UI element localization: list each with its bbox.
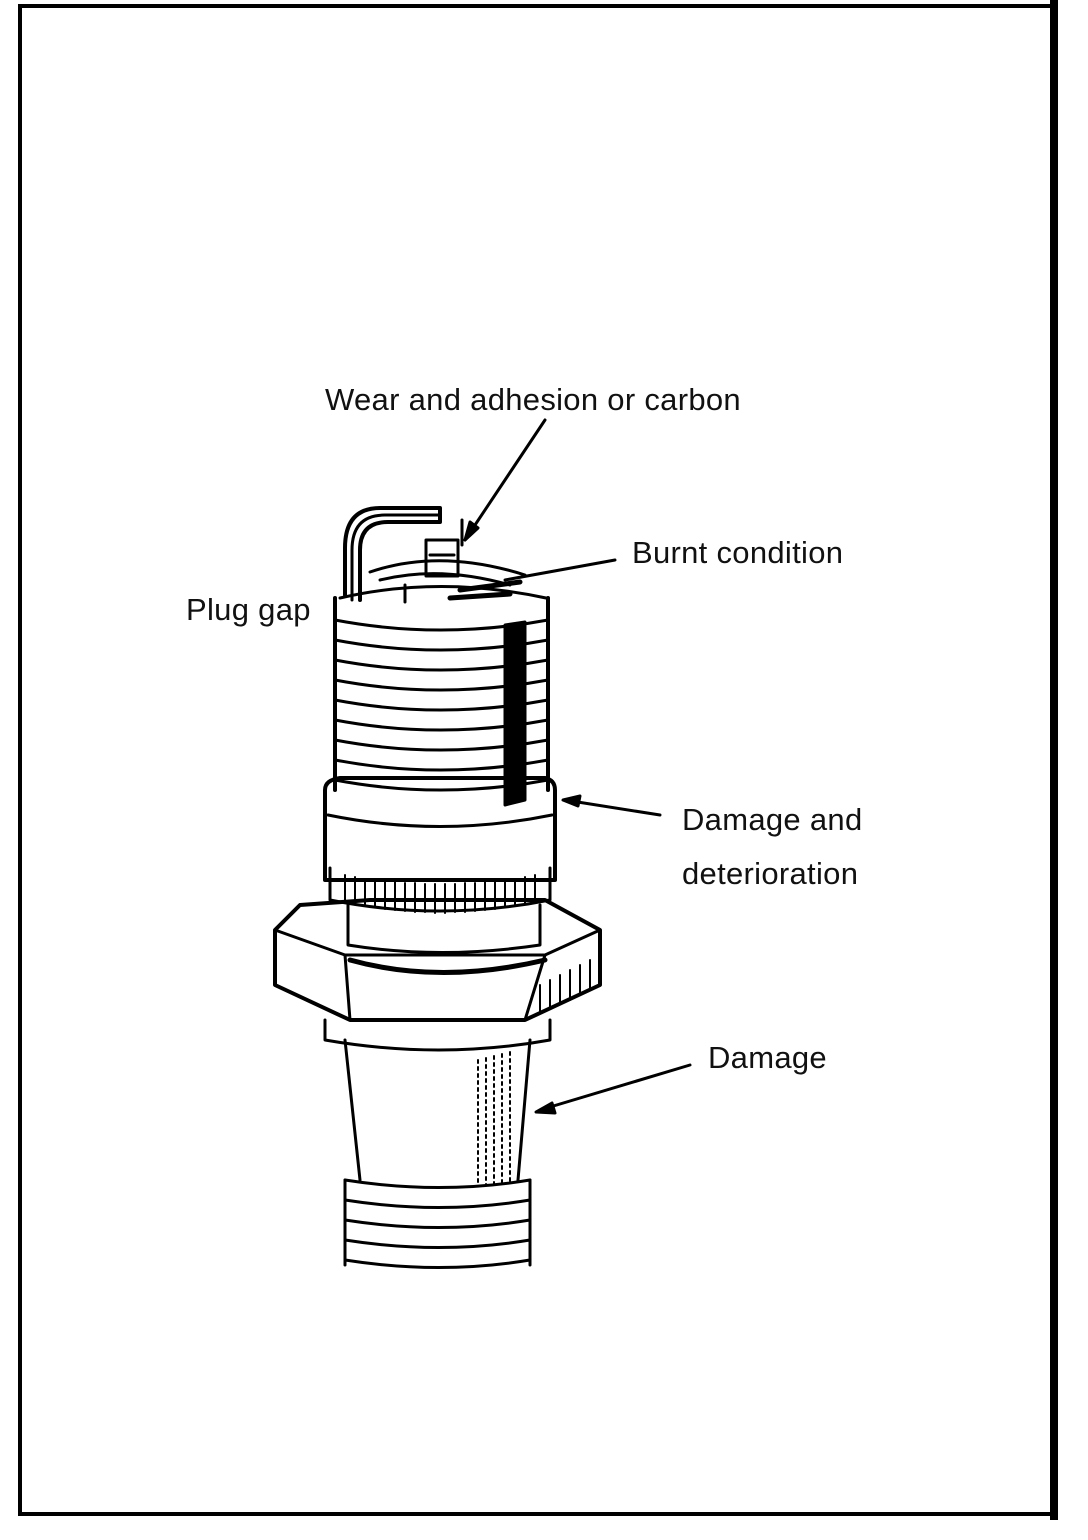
collar — [323, 776, 557, 954]
frame-right-edge — [1050, 0, 1058, 1520]
hex-nut — [273, 898, 602, 1022]
center-electrode — [424, 538, 460, 578]
label-deterioration: deterioration — [682, 856, 859, 891]
label-plug-gap: Plug gap — [186, 592, 311, 627]
insulator-top — [368, 559, 527, 604]
ground-electrode — [343, 506, 464, 602]
label-damage: Damage — [708, 1040, 827, 1075]
threaded-section — [333, 585, 550, 807]
label-burnt-condition: Burnt condition — [632, 535, 844, 570]
lower-body — [343, 1038, 532, 1186]
gasket-seat — [323, 1018, 552, 1052]
label-damage-and: Damage and — [682, 802, 863, 837]
bottom-thread — [343, 1178, 532, 1269]
label-wear: Wear and adhesion or carbon — [325, 382, 741, 417]
leader-lines — [463, 418, 692, 1115]
